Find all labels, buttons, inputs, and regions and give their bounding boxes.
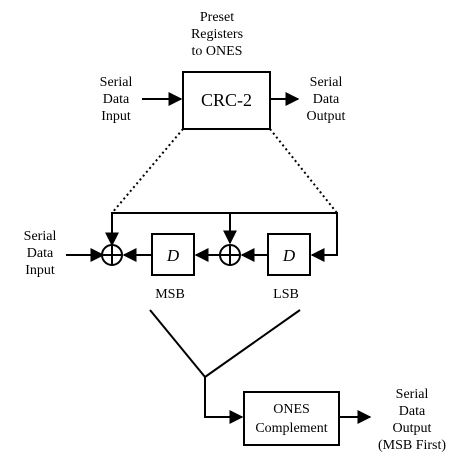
final-output-label: Serial Data Output (MSB First) — [378, 387, 446, 453]
svg-text:Output: Output — [307, 109, 346, 124]
svg-text:Serial: Serial — [24, 229, 57, 244]
svg-text:Data: Data — [103, 92, 130, 107]
merge-to-complement-arrow — [204, 377, 244, 424]
svg-text:Serial: Serial — [310, 75, 343, 90]
msb-register-symbol: D — [166, 246, 180, 265]
crc2-block — [182, 71, 271, 130]
svg-text:Serial: Serial — [396, 387, 429, 402]
svg-text:(MSB First): (MSB First) — [378, 438, 446, 452]
lsb-register — [267, 233, 311, 276]
zoom-line-right — [269, 128, 338, 214]
lsb-label: LSB — [273, 287, 299, 302]
msb-register — [151, 233, 195, 276]
detail-input-label: Serial Data Input — [24, 229, 57, 278]
feedback-loop — [105, 212, 338, 256]
svg-text:Preset: Preset — [200, 10, 234, 25]
ones-complement-label-2: Complement — [255, 421, 327, 436]
preset-label: Preset Registers to ONES — [191, 10, 243, 59]
svg-text:Registers: Registers — [191, 27, 243, 42]
svg-text:Serial: Serial — [100, 75, 133, 90]
ones-complement-label-1: ONES — [273, 402, 310, 417]
svg-text:Output: Output — [393, 421, 432, 436]
svg-text:Data: Data — [313, 92, 340, 107]
svg-text:to ONES: to ONES — [192, 44, 243, 59]
msb-label: MSB — [155, 287, 185, 302]
top-output-label: Serial Data Output — [307, 75, 346, 124]
crc2-label: CRC-2 — [201, 90, 252, 110]
svg-text:Data: Data — [399, 404, 426, 419]
xor-gate-middle — [219, 244, 241, 266]
merge-line-right — [204, 309, 301, 378]
lsb-register-symbol: D — [282, 246, 296, 265]
top-input-label: Serial Data Input — [100, 75, 133, 124]
ones-complement-block — [243, 391, 340, 446]
xor-gate-left — [101, 244, 123, 266]
svg-text:Data: Data — [27, 246, 54, 261]
merge-line-left — [149, 309, 206, 378]
svg-text:Input: Input — [101, 109, 131, 124]
zoom-line-left — [111, 128, 184, 214]
svg-text:Input: Input — [25, 263, 55, 278]
